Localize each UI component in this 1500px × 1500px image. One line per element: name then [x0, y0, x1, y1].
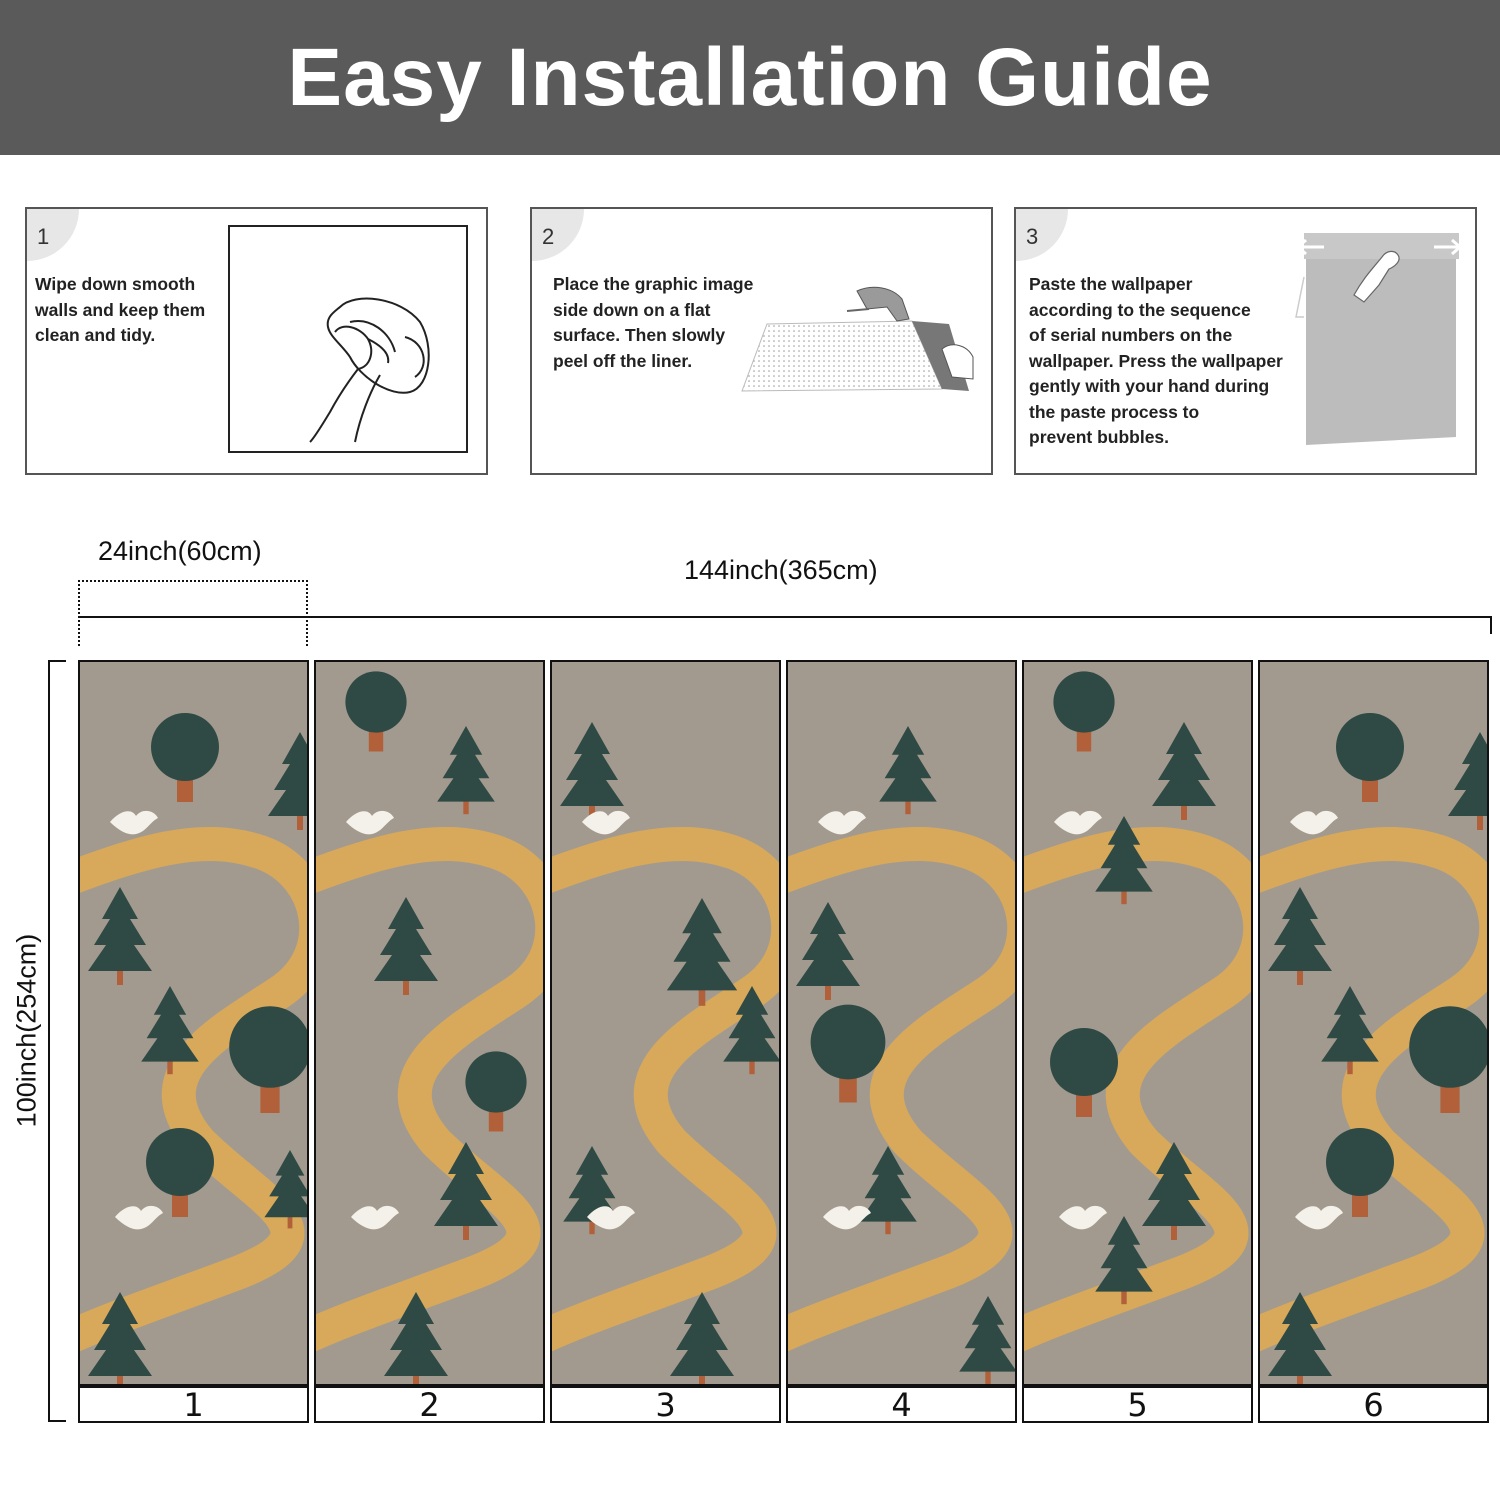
- step-text: Place the graphic image side down on a f…: [553, 274, 754, 371]
- step-number-badge: [532, 209, 584, 261]
- step-card-3: 3 Paste the wallpaper according to the s…: [1014, 207, 1477, 475]
- height-bracket: [48, 660, 66, 1422]
- wallpaper-panel-6: [1258, 660, 1489, 1386]
- step-text: Paste the wallpaper according to the seq…: [1029, 274, 1283, 447]
- wallpaper-panel-3: [550, 660, 781, 1386]
- panel-number-4: 4: [786, 1386, 1017, 1424]
- forest-pattern: [552, 662, 779, 1384]
- step-number-badge: [27, 209, 79, 261]
- total-width-end-tick: [1490, 616, 1492, 634]
- step-number-badge: [1016, 209, 1068, 261]
- wallpaper-panel-2: [314, 660, 545, 1386]
- step-text: Wipe down smooth walls and keep them cle…: [35, 274, 206, 345]
- paste-wallpaper-icon: [1294, 227, 1464, 452]
- panel-number-2: 2: [314, 1386, 545, 1424]
- total-width-label: 144inch(365cm): [684, 555, 878, 585]
- wallpaper-panel-5: [1022, 660, 1253, 1386]
- panel-width-line: [78, 616, 308, 618]
- wallpaper-panel-1: [78, 660, 309, 1386]
- peel-liner-icon: [737, 279, 977, 399]
- forest-pattern: [1260, 662, 1487, 1384]
- page-title: Easy Installation Guide: [287, 31, 1213, 123]
- height-label: 100inch(254cm): [11, 933, 42, 1128]
- step-card-2: 2 Place the graphic image side down on a…: [530, 207, 993, 475]
- step-number: 3: [1026, 224, 1039, 249]
- panel-number-6: 6: [1258, 1386, 1489, 1424]
- forest-pattern: [316, 662, 543, 1384]
- panel-width-bracket: [78, 580, 308, 646]
- total-width-line: [308, 616, 1492, 618]
- panel-number-5: 5: [1022, 1386, 1253, 1424]
- step-card-1: 1 Wipe down smooth walls and keep them c…: [25, 207, 488, 475]
- header-banner: Easy Installation Guide: [0, 0, 1500, 155]
- forest-pattern: [788, 662, 1015, 1384]
- panel-width-label: 24inch(60cm): [98, 536, 262, 566]
- step-number: 1: [37, 224, 50, 249]
- panel-number-3: 3: [550, 1386, 781, 1424]
- wipe-cloth-icon: [228, 225, 468, 453]
- forest-pattern: [1024, 662, 1251, 1384]
- forest-pattern: [80, 662, 307, 1384]
- panel-number-1: 1: [78, 1386, 309, 1424]
- step-number: 2: [542, 224, 555, 249]
- wallpaper-panel-4: [786, 660, 1017, 1386]
